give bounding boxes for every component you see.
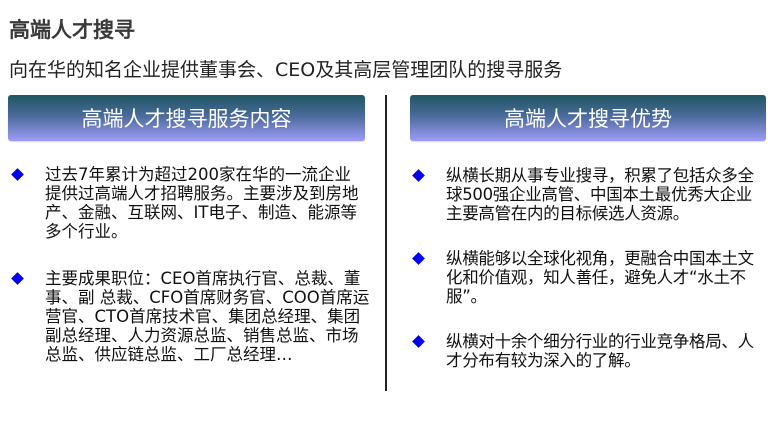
diamond-bullet-icon [412,252,425,265]
diamond-bullet-icon [412,169,425,182]
page-subtitle: 向在华的知名企业提供董事会、CEO及其高层管理团队的搜寻服务 [9,59,563,81]
diamond-bullet-icon [412,335,425,348]
bullet-text: 纵横能够以全球化视角，更融合中国本土文化和价值观，知人善任，避免人才“水土不服”… [446,249,754,306]
advantages-header: 高端人才搜寻优势 [410,95,766,141]
diamond-bullet-icon [11,168,24,181]
advantages-list-item: 纵横能够以全球化视角，更融合中国本土文化和价值观，知人善任，避免人才“水土不服”… [411,249,766,306]
page-title: 高端人才搜寻 [9,18,135,42]
advantages-header-label: 高端人才搜寻优势 [504,107,672,131]
bullet-text: 过去7年累计为超过200家在华的一流企业 提供过高端人才招聘服务。主要涉及到房地… [45,165,359,241]
services-list-item: 过去7年累计为超过200家在华的一流企业 提供过高端人才招聘服务。主要涉及到房地… [10,165,370,241]
services-list: 过去7年累计为超过200家在华的一流企业 提供过高端人才招聘服务。主要涉及到房地… [10,165,370,392]
advantages-list: 纵横长期从事专业搜寻，积累了包括众多全球500强企业高管、中国本土最优秀大企业主… [411,166,766,396]
services-header-label: 高端人才搜寻服务内容 [81,107,292,131]
column-divider [385,95,387,391]
services-list-item: 主要成果职位：CEO首席执行官、总裁、董事、副 总裁、CFO首席财务官、COO首… [10,269,370,364]
services-header: 高端人才搜寻服务内容 [8,95,365,141]
advantages-list-item: 纵横长期从事专业搜寻，积累了包括众多全球500强企业高管、中国本土最优秀大企业主… [411,166,766,223]
bullet-text: 纵横对十余个细分行业的行业竞争格局、人才分布有较为深入的了解。 [446,332,754,370]
advantages-list-item: 纵横对十余个细分行业的行业竞争格局、人才分布有较为深入的了解。 [411,332,766,370]
bullet-text: 纵横长期从事专业搜寻，积累了包括众多全球500强企业高管、中国本土最优秀大企业主… [446,166,754,223]
bullet-text: 主要成果职位：CEO首席执行官、总裁、董事、副 总裁、CFO首席财务官、COO首… [45,269,370,364]
diamond-bullet-icon [11,272,24,285]
